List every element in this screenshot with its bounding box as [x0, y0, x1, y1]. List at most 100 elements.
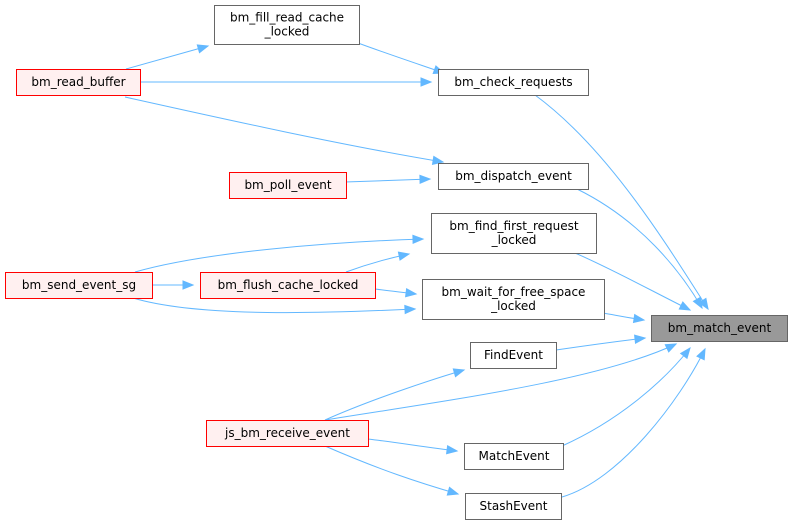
node-label: bm_match_event	[668, 321, 772, 335]
edges-layer	[124, 42, 709, 498]
node-label: bm_fill_read_cache	[230, 11, 344, 25]
node-bm_wait_for_free_space_locked[interactable]: bm_wait_for_free_space_locked	[422, 279, 605, 320]
arrow-head-icon	[446, 486, 460, 496]
edge-line	[561, 347, 691, 447]
node-bm_poll_event[interactable]: bm_poll_event	[229, 172, 347, 199]
arrow-head-icon	[404, 304, 417, 315]
arrow-head-icon	[196, 44, 210, 54]
arrow-head-icon	[698, 297, 709, 311]
node-bm_read_buffer[interactable]: bm_read_buffer	[16, 69, 141, 96]
node-bm_dispatch_event[interactable]: bm_dispatch_event	[438, 163, 589, 190]
node-bm_flush_cache_locked[interactable]: bm_flush_cache_locked	[200, 272, 376, 299]
edge-bm_poll_event-to-bm_dispatch_event	[344, 174, 432, 185]
node-label: bm_flush_cache_locked	[218, 278, 359, 292]
edge-line	[576, 188, 703, 309]
arrow-head-icon	[420, 77, 433, 87]
node-box	[16, 69, 141, 96]
node-label: StashEvent	[480, 499, 548, 513]
node-bm_fill_read_cache_locked[interactable]: bm_fill_read_cache_locked	[214, 5, 360, 45]
edge-line	[357, 42, 445, 74]
node-bm_send_event_sg[interactable]: bm_send_event_sg	[5, 272, 153, 299]
node-box	[438, 69, 589, 96]
arrow-head-icon	[679, 346, 691, 360]
edge-line	[367, 438, 458, 452]
arrow-head-icon	[431, 155, 445, 165]
edge-bm_read_buffer-to-bm_fill_read_cache_locked	[125, 44, 210, 70]
edge-line	[344, 178, 431, 183]
edge-bm_send_event_sg-to-bm_wait_for_free_space_locked	[132, 297, 417, 315]
node-box	[465, 493, 562, 520]
edge-bm_send_event_sg-to-bm_find_first_request_locked	[134, 234, 425, 273]
node-bm_find_first_request_locked[interactable]: bm_find_first_request_locked	[431, 213, 597, 254]
arrow-head-icon	[452, 368, 466, 378]
node-box	[470, 342, 557, 369]
edge-bm_send_event_sg-to-bm_flush_cache_locked	[152, 280, 195, 290]
arrow-head-icon	[405, 288, 418, 298]
node-box	[651, 315, 788, 342]
arrow-head-icon	[678, 301, 692, 311]
node-box	[214, 5, 360, 45]
node-label: _locked	[490, 299, 536, 313]
arrow-head-icon	[692, 296, 703, 310]
node-bm_match_event: bm_match_event	[651, 315, 788, 342]
edge-line	[555, 337, 646, 351]
node-label: js_bm_receive_event	[224, 426, 350, 440]
arrow-head-icon	[634, 334, 647, 344]
node-box	[431, 213, 597, 254]
edge-js_bm_receive_event-to-bm_match_event	[324, 343, 678, 421]
edge-line	[324, 369, 465, 421]
node-box	[229, 172, 347, 199]
edge-bm_flush_cache_locked-to-bm_find_first_request_locked	[345, 251, 411, 273]
edge-line	[324, 343, 677, 421]
node-box	[422, 279, 605, 320]
node-js_bm_receive_event[interactable]: js_bm_receive_event	[206, 420, 369, 447]
edge-line	[132, 297, 416, 314]
node-label: _locked	[264, 25, 310, 39]
node-FindEvent[interactable]: FindEvent	[470, 342, 557, 369]
node-MatchEvent[interactable]: MatchEvent	[464, 443, 564, 470]
edge-bm_dispatch_event-to-bm_match_event	[576, 188, 703, 310]
edge-StashEvent-to-bm_match_event	[561, 347, 706, 498]
node-label: MatchEvent	[479, 449, 550, 463]
arrow-head-icon	[664, 343, 678, 353]
edge-bm_wait_for_free_space_locked-to-bm_match_event	[602, 312, 646, 324]
edge-bm_read_buffer-to-bm_check_requests	[140, 77, 433, 87]
edge-FindEvent-to-bm_match_event	[555, 334, 647, 351]
node-label: bm_wait_for_free_space	[442, 285, 586, 299]
edge-line	[124, 96, 444, 163]
node-box	[206, 420, 369, 447]
edge-line	[534, 94, 709, 310]
node-label: FindEvent	[484, 348, 543, 362]
arrow-head-icon	[446, 445, 459, 455]
arrow-head-icon	[419, 174, 432, 185]
arrow-head-icon	[696, 347, 706, 361]
edge-bm_find_first_request_locked-to-bm_match_event	[574, 252, 692, 311]
arrow-head-icon	[397, 251, 411, 261]
node-box	[438, 163, 589, 190]
edge-js_bm_receive_event-to-MatchEvent	[367, 438, 459, 455]
edge-js_bm_receive_event-to-StashEvent	[324, 445, 460, 496]
arrow-head-icon	[632, 313, 646, 324]
node-label: bm_send_event_sg	[22, 278, 136, 292]
node-label: bm_find_first_request	[449, 219, 578, 233]
node-box	[464, 443, 564, 470]
arrow-head-icon	[182, 280, 195, 290]
edge-line	[561, 348, 706, 498]
edge-bm_check_requests-to-bm_match_event	[534, 94, 709, 311]
node-label: bm_dispatch_event	[455, 169, 572, 183]
arrow-head-icon	[412, 234, 425, 245]
node-StashEvent[interactable]: StashEvent	[465, 493, 562, 520]
node-bm_check_requests[interactable]: bm_check_requests	[438, 69, 589, 96]
node-label: bm_read_buffer	[31, 75, 125, 89]
edge-line	[574, 252, 691, 311]
node-box	[5, 272, 153, 299]
edge-bm_read_buffer-to-bm_dispatch_event	[124, 96, 445, 165]
node-box	[200, 272, 376, 299]
edge-line	[125, 45, 209, 70]
edge-line	[134, 238, 424, 273]
edge-MatchEvent-to-bm_match_event	[561, 346, 691, 447]
edge-bm_fill_read_cache_locked-to-bm_check_requests	[357, 42, 446, 75]
node-label: bm_check_requests	[454, 75, 572, 89]
